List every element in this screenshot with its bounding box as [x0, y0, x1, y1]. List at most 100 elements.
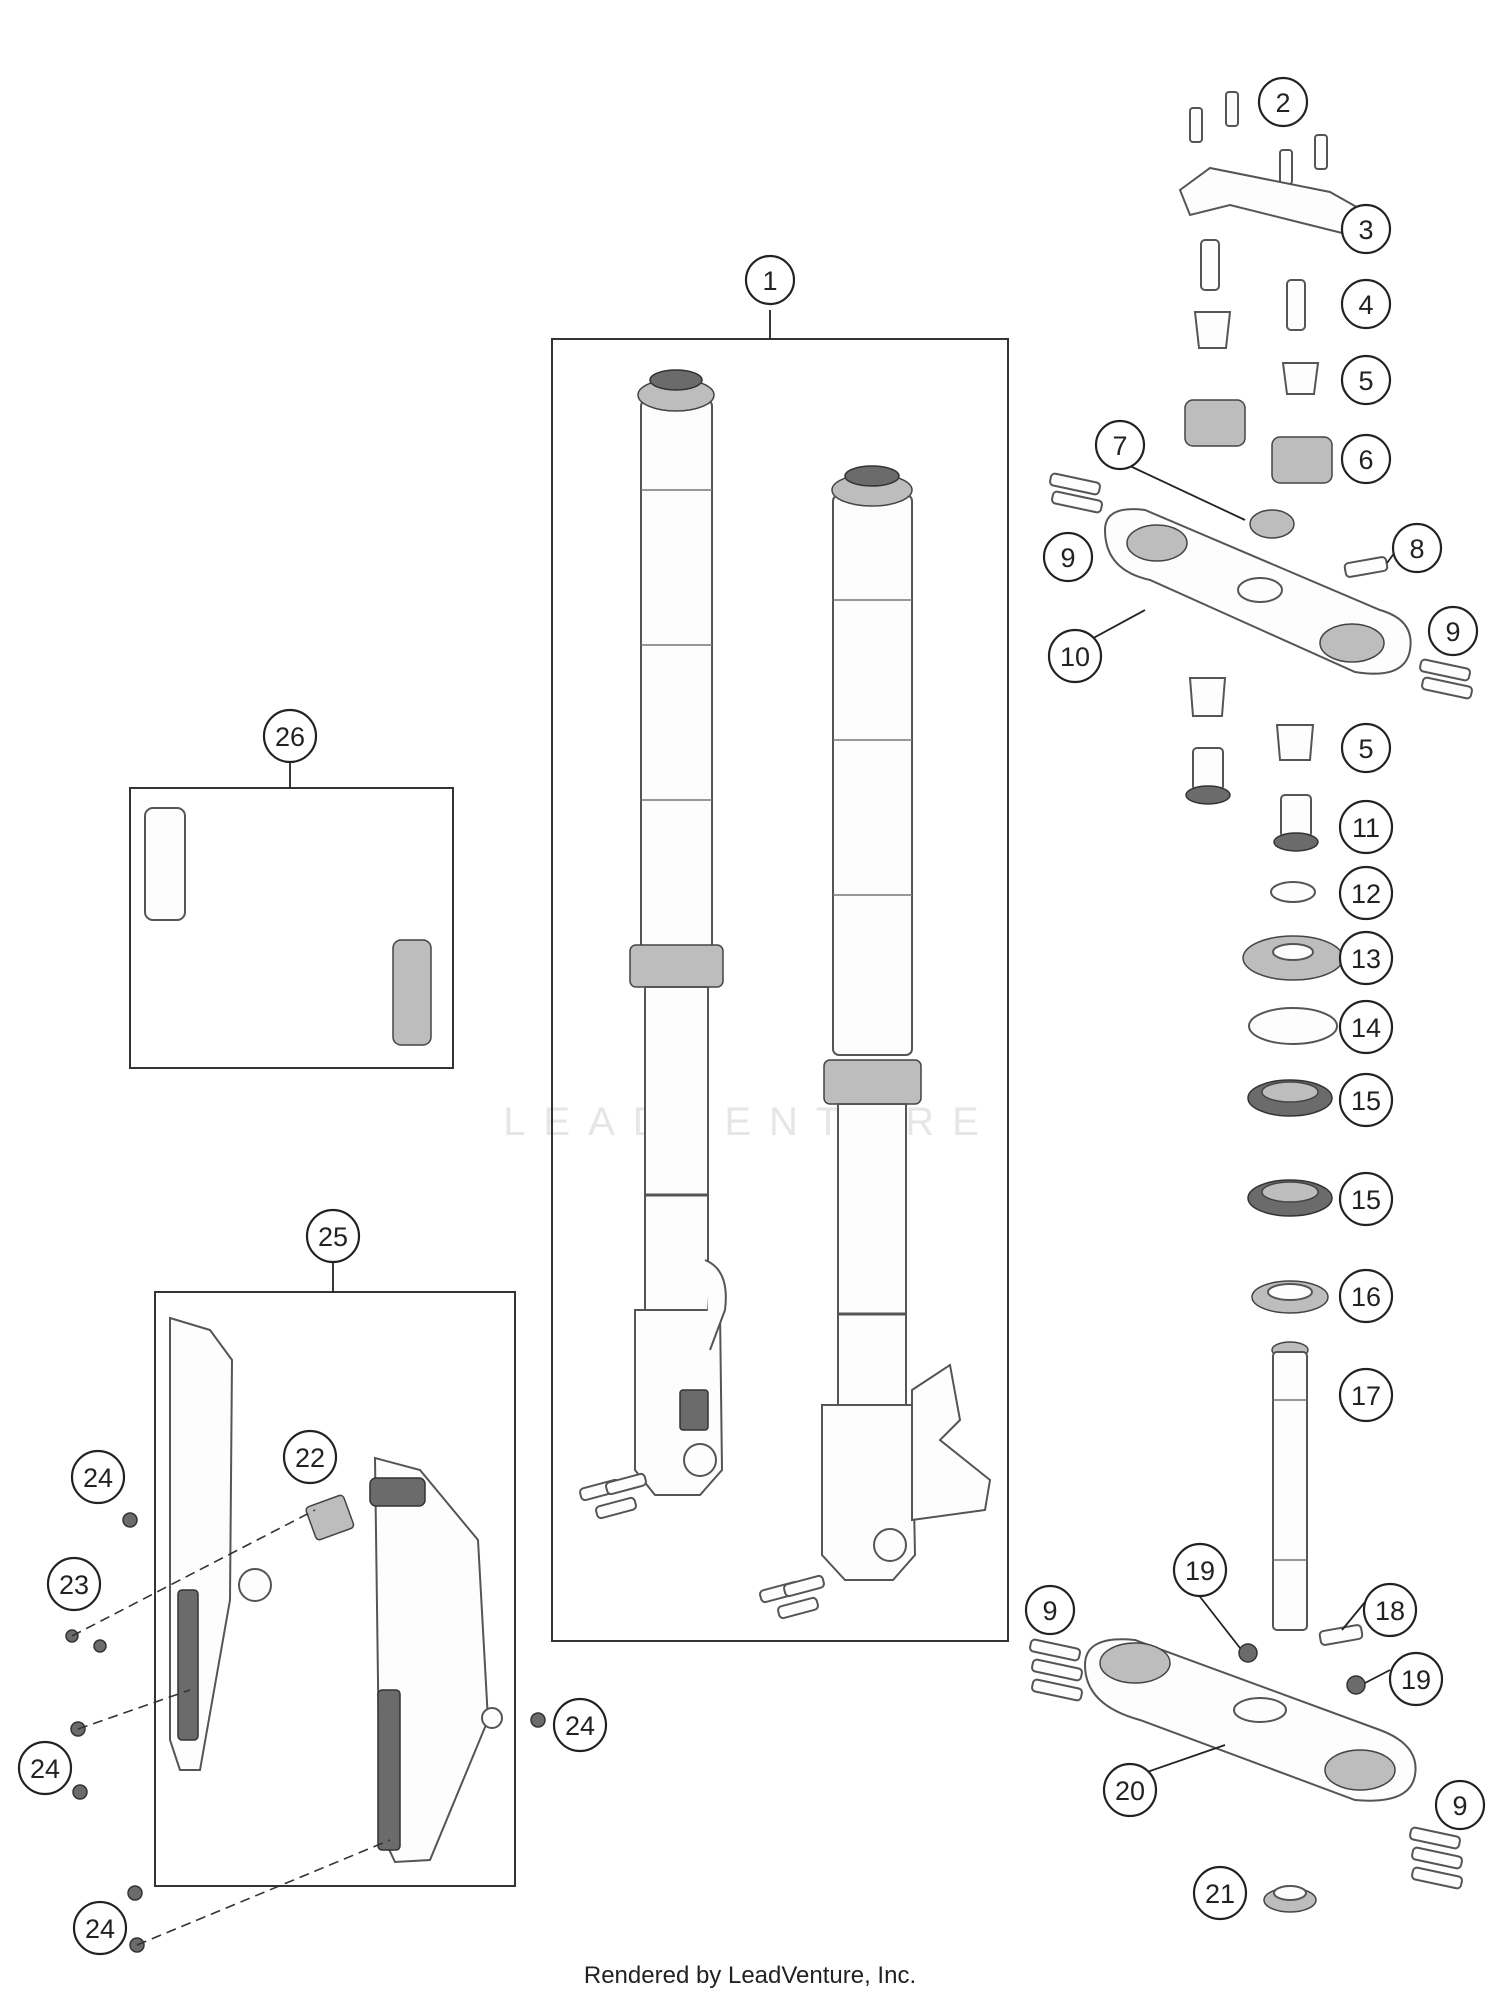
fork-guard-left [169, 1316, 272, 1771]
handlebar-clamp-3 [1178, 166, 1364, 237]
fork-guard-kit-box [154, 1291, 516, 1887]
svg-text:9: 9 [1452, 1791, 1467, 1821]
seal-16 [1251, 1280, 1329, 1314]
svg-text:17: 17 [1351, 1381, 1381, 1411]
svg-text:22: 22 [295, 1443, 325, 1473]
callout-4: 4 [1340, 278, 1392, 330]
svg-text:24: 24 [83, 1463, 113, 1493]
svg-text:25: 25 [318, 1222, 348, 1252]
callout-26: 26 [262, 708, 318, 764]
dash-line-24b [136, 1839, 391, 1946]
callout-17: 17 [1338, 1367, 1394, 1423]
callout-24-b: 24 [17, 1740, 73, 1796]
svg-text:10: 10 [1060, 642, 1090, 672]
svg-text:6: 6 [1358, 445, 1373, 475]
svg-text:9: 9 [1060, 543, 1075, 573]
bolt-8 [1343, 556, 1389, 578]
callout-9-c: 9 [1024, 1584, 1076, 1636]
nut-19 [1238, 1643, 1366, 1695]
clamp-base-6 [1184, 399, 1333, 484]
svg-text:18: 18 [1375, 1596, 1405, 1626]
callout-6: 6 [1340, 433, 1392, 485]
svg-text:7: 7 [1112, 431, 1127, 461]
bushing-5-upper [1193, 311, 1320, 395]
kit-26-parts [144, 807, 432, 1046]
callout-7: 7 [1094, 419, 1146, 471]
bolt-18 [1318, 1624, 1364, 1646]
svg-text:5: 5 [1358, 366, 1373, 396]
svg-text:12: 12 [1351, 879, 1381, 909]
svg-text:19: 19 [1185, 1556, 1215, 1586]
callout-2: 2 [1257, 76, 1309, 128]
callout-1: 1 [744, 254, 796, 306]
callout-9-d: 9 [1434, 1779, 1486, 1831]
svg-text:9: 9 [1445, 617, 1460, 647]
svg-text:3: 3 [1358, 215, 1373, 245]
svg-text:24: 24 [85, 1914, 115, 1944]
svg-text:19: 19 [1401, 1665, 1431, 1695]
bushing-5-lower [1188, 677, 1315, 761]
callout-15-b: 15 [1338, 1171, 1394, 1227]
callout-5-upper: 5 [1340, 354, 1392, 406]
callout-25: 25 [305, 1208, 361, 1264]
dash-line-23 [71, 1509, 316, 1637]
callout-24-a: 24 [70, 1449, 126, 1505]
cap-7 [1249, 509, 1295, 539]
svg-text:24: 24 [565, 1711, 595, 1741]
kit-26-box [129, 787, 454, 1069]
callout-5-lower: 5 [1340, 722, 1392, 774]
dust-seal-13 [1242, 935, 1344, 981]
callout-21: 21 [1192, 1865, 1248, 1921]
callout-19-b: 19 [1388, 1651, 1444, 1707]
fork-leg-right [821, 465, 992, 1581]
callout-19-a: 19 [1172, 1542, 1228, 1598]
callout-14: 14 [1338, 999, 1394, 1055]
svg-text:15: 15 [1351, 1086, 1381, 1116]
callout-13: 13 [1338, 930, 1394, 986]
seal-ring-14 [1248, 1007, 1338, 1045]
svg-text:26: 26 [275, 722, 305, 752]
callout-23: 23 [46, 1556, 102, 1612]
callout-11: 11 [1338, 799, 1394, 855]
guard-clamp-22 [305, 1477, 426, 1541]
callout-20: 20 [1102, 1762, 1158, 1818]
callout-18: 18 [1362, 1582, 1418, 1638]
svg-text:15: 15 [1351, 1185, 1381, 1215]
fork-axle-bolts-right [759, 1574, 825, 1620]
callout-24-d: 24 [72, 1900, 128, 1956]
callout-9-b: 9 [1427, 605, 1479, 657]
svg-text:21: 21 [1205, 1879, 1235, 1909]
pinch-bolts-9-lower [1029, 1638, 1463, 1890]
svg-text:5: 5 [1358, 734, 1373, 764]
callout-24-c: 24 [552, 1697, 608, 1753]
bearing-15-upper [1247, 1079, 1333, 1117]
callout-12: 12 [1338, 865, 1394, 921]
svg-text:2: 2 [1275, 88, 1290, 118]
fork-assembly-box [551, 338, 1009, 1642]
svg-text:23: 23 [59, 1570, 89, 1600]
svg-text:24: 24 [30, 1754, 60, 1784]
svg-text:14: 14 [1351, 1013, 1381, 1043]
fork-leg-left [629, 369, 727, 1496]
pinch-bolts-9-upper [1049, 472, 1473, 700]
steering-stem-17 [1271, 1341, 1309, 1631]
svg-text:9: 9 [1042, 1596, 1057, 1626]
guard-screws [65, 1512, 546, 1953]
callout-9-a: 9 [1042, 531, 1094, 583]
sleeve-11 [1185, 747, 1319, 852]
cap-21 [1263, 1885, 1317, 1913]
callout-15-a: 15 [1338, 1072, 1394, 1128]
svg-text:16: 16 [1351, 1282, 1381, 1312]
bearing-15-lower [1247, 1179, 1333, 1217]
svg-text:20: 20 [1115, 1776, 1145, 1806]
fork-axle-bolts-left [579, 1472, 647, 1520]
dash-line-24a [77, 1689, 191, 1730]
callout-8: 8 [1391, 522, 1443, 574]
fork-guard-right [373, 1456, 503, 1864]
svg-text:1: 1 [762, 266, 777, 296]
svg-text:4: 4 [1358, 290, 1373, 320]
callout-10: 10 [1047, 628, 1103, 684]
svg-text:11: 11 [1352, 813, 1380, 843]
callout-3: 3 [1340, 203, 1392, 255]
